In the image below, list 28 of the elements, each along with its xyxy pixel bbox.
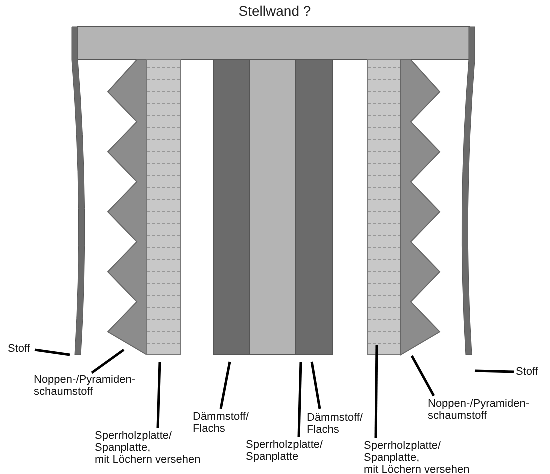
foam-wedge-panel (400, 60, 441, 356)
leader-line (298, 362, 302, 438)
insulation-layer (214, 60, 250, 356)
leader-line (410, 355, 436, 397)
diagram-title: Stellwand ? (238, 3, 312, 19)
fabric-strip (72, 26, 86, 356)
leader-line (474, 370, 514, 374)
part-label: Sperrholzplatte/ Spanplatte (246, 439, 324, 463)
leader-line (156, 362, 162, 428)
part-label: Stoff (8, 343, 30, 355)
board-layer (250, 60, 296, 356)
part-label: Dämmstoff/ Flachs (193, 411, 250, 435)
part-label: Sperrholzplatte/ Spanplatte, mit Löchern versehen (364, 440, 470, 474)
leader-line (374, 344, 378, 438)
fabric-strip (462, 26, 476, 356)
part-label: Noppen-/Pyramiden- schaumstoff (34, 374, 136, 398)
part-label: Dämmstoff/ Flachs (307, 412, 364, 436)
perforated-board (368, 60, 402, 356)
top-beam (78, 26, 470, 60)
part-label: Noppen-/Pyramiden- schaumstoff (428, 398, 530, 422)
leader-line (34, 348, 70, 356)
leader-line (310, 362, 322, 410)
leader-line (220, 362, 232, 410)
part-label: Stoff (516, 366, 538, 378)
perforated-board (146, 60, 182, 356)
insulation-layer (296, 60, 334, 356)
foam-wedge-panel (107, 60, 148, 356)
leader-line (91, 348, 125, 374)
